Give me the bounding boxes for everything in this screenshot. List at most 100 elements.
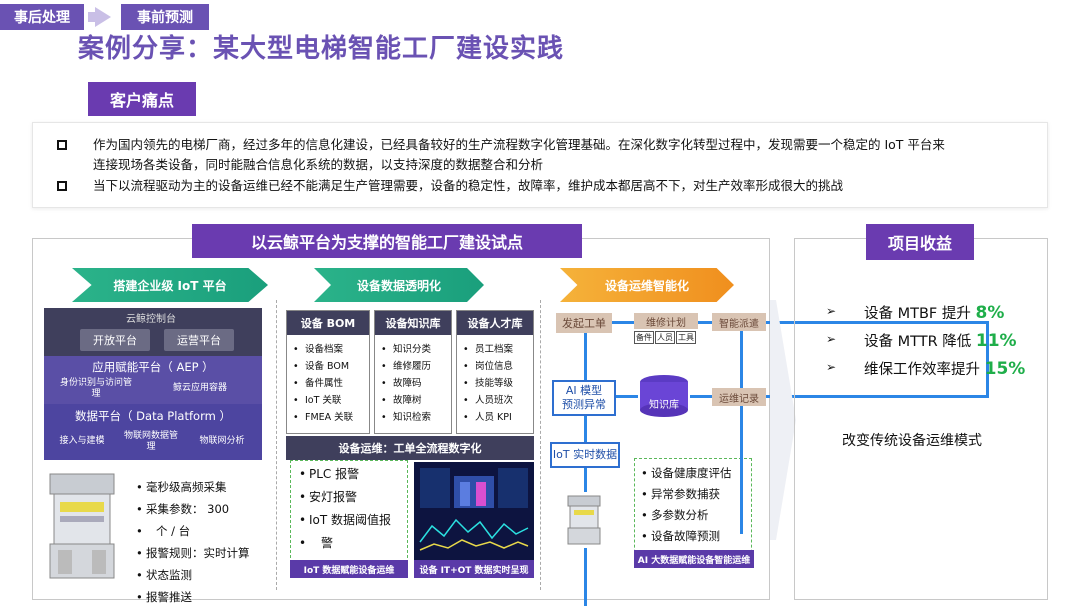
list-item: 备件属性 (293, 375, 369, 392)
divider-dashed (540, 300, 541, 590)
flow-line (740, 331, 743, 388)
arrow-bullet-icon: ➢ (826, 304, 837, 318)
benefit-text: 设备 MTTR 降低 (864, 334, 972, 350)
talent-column: 设备人才库 员工档案 岗位信息 技能等级 人员班次 人员 KPI (456, 310, 534, 434)
chip-staff: 人员 (655, 331, 675, 344)
pain-line-1: 作为国内领先的电梯厂商，经过多年的信息化建设，已经具备较好的生产流程数字化管理基… (93, 137, 945, 152)
tab-pre-prediction[interactable]: 事前预测 (121, 4, 209, 30)
nav-arrow-bar (88, 12, 97, 22)
benefits-box (794, 238, 1048, 600)
nav-arrow-icon (95, 7, 111, 27)
flow-line (584, 468, 587, 492)
flow-line (584, 416, 587, 442)
list-item: FMEA 关联 (293, 409, 369, 426)
footer-tag-ai: AI 大数据赋能设备智能运维 (634, 550, 754, 568)
chevron-smart-ops: 设备运维智能化 (560, 268, 734, 302)
benefit-text: 设备 MTBF 提升 (864, 306, 971, 322)
machine-small-image (567, 495, 601, 545)
pain-line-2: 当下以流程驱动为主的设备运维已经不能满足生产管理需要，设备的稳定性，故障率，维护… (93, 178, 844, 193)
list-item: 知识检索 (381, 409, 451, 426)
list-item: 人员班次 (463, 392, 533, 409)
aep-sub-1: 身份识别与访问管理 (59, 378, 132, 399)
list-item: IoT 关联 (293, 392, 369, 409)
list-item: PLC 报警 (299, 463, 407, 486)
knowledge-column: 设备知识库 知识分类 维修履历 故障码 故障树 知识检索 (374, 310, 452, 434)
ops-header: 设备运维：工单全流程数字化 (286, 436, 534, 460)
bullet-icon (57, 140, 67, 150)
dispatch-box: 智能派遣 (712, 313, 766, 331)
benefits-summary: 改变传统设备运维模式 (842, 433, 982, 449)
pain-label: 客户痛点 (88, 82, 196, 116)
list-item: 警 (299, 532, 407, 555)
ai-model-box: AI 模型 预测异常 (552, 380, 616, 416)
knowledge-list: 知识分类 维修履历 故障码 故障树 知识检索 (381, 341, 451, 426)
list-item: 采集参数： 300 (136, 498, 276, 520)
tab-post-processing[interactable]: 事后处理 (0, 4, 84, 30)
page-title: 案例分享：某大型电梯智能工厂建设实践 (78, 34, 565, 64)
list-item: 报警推送 (136, 586, 276, 608)
footer-tag-itot: 设备 IT+OT 数据实时呈现 (414, 560, 534, 578)
bom-list: 设备档案 设备 BOM 备件属性 IoT 关联 FMEA 关联 (293, 341, 369, 426)
verify-box: 运维记录 (712, 388, 766, 406)
machine-image (49, 473, 115, 579)
console-label: 云鲸控制台 (126, 314, 176, 325)
list-item: 岗位信息 (463, 358, 533, 375)
arrow-bullet-icon: ➢ (826, 360, 837, 374)
footer-tag-iot: IoT 数据赋能设备运维 (290, 560, 408, 578)
ai-list: 设备健康度评估 异常参数捕获 多参数分析 设备故障预测 (641, 463, 751, 547)
list-item: 异常参数捕获 (641, 484, 751, 505)
data-sub-1: 接入与建模 (59, 436, 105, 446)
flow-line (690, 395, 712, 398)
start-ticket-box: 发起工单 (556, 313, 612, 333)
dashboard-image (414, 462, 534, 560)
aep-sub-2: 鲸云应用容器 (172, 383, 227, 393)
list-item: 报警规则：实时计算 (136, 542, 276, 564)
benefit-text: 维保工作效率提升 (864, 362, 980, 378)
benefit-mttr: 设备 MTTR 降低 11% (864, 330, 1017, 351)
benefit-value: 15% (984, 359, 1026, 379)
list-item: 设备档案 (293, 341, 369, 358)
list-item: 设备健康度评估 (641, 463, 751, 484)
main-banner: 以云鲸平台为支撑的智能工厂建设试点 (192, 224, 582, 258)
flow-line (766, 395, 988, 398)
list-item: 故障码 (381, 375, 451, 392)
list-item: 维修履历 (381, 358, 451, 375)
flow-line (616, 395, 638, 398)
iot-data-box: IoT 实时数据 (550, 442, 620, 468)
data-platform-label: 数据平台（ Data Platform ） (75, 409, 231, 423)
benefit-value: 8% (975, 303, 1005, 323)
bom-column: 设备 BOM 设备档案 设备 BOM 备件属性 IoT 关联 FMEA 关联 (286, 310, 370, 434)
flow-line (612, 321, 634, 324)
list-item: 人员 KPI (463, 409, 533, 426)
data-sub-2: 物联网数据管理 (123, 431, 178, 452)
database-icon (640, 375, 688, 417)
arrow-bullet-icon: ➢ (826, 332, 837, 346)
pain-box: 作为国内领先的电梯厂商，经过多年的信息化建设，已经具备较好的生产流程数字化管理基… (32, 122, 1048, 208)
data-platform-panel: 数据平台（ Data Platform ） (44, 404, 262, 460)
flow-line (986, 321, 989, 398)
aep-panel: 应用赋能平台（ AEP ） (44, 356, 262, 404)
ops-platform-chip: 运营平台 (164, 329, 234, 351)
collection-list: 毫秒级高频采集 采集参数： 300 个 / 台 报警规则：实时计算 状态监测 报… (136, 476, 276, 608)
bom-column-head: 设备 BOM (287, 311, 369, 335)
flow-line (584, 333, 587, 380)
list-item: 知识分类 (381, 341, 451, 358)
big-arrow-icon (770, 300, 796, 540)
chip-tools: 工具 (676, 331, 696, 344)
list-item: 故障树 (381, 392, 451, 409)
list-item: 员工档案 (463, 341, 533, 358)
chevron-iot-platform: 搭建企业级 IoT 平台 (72, 268, 268, 302)
list-item: 个 / 台 (136, 520, 276, 542)
divider-dashed (276, 300, 277, 590)
pain-line-1b: 连接现场各类设备，同时能融合信息化系统的数据，以支持深度的数据整合和分析 (93, 157, 544, 172)
list-item: 毫秒级高频采集 (136, 476, 276, 498)
data-sub-3: 物联网分析 (199, 436, 245, 446)
benefits-label: 项目收益 (866, 224, 974, 260)
flow-line (584, 548, 587, 606)
flow-line (698, 321, 712, 324)
list-item: 设备 BOM (293, 358, 369, 375)
list-item: 状态监测 (136, 564, 276, 586)
chevron-data-transparency: 设备数据透明化 (314, 268, 484, 302)
list-item: 安灯报警 (299, 486, 407, 509)
open-platform-chip: 开放平台 (80, 329, 150, 351)
